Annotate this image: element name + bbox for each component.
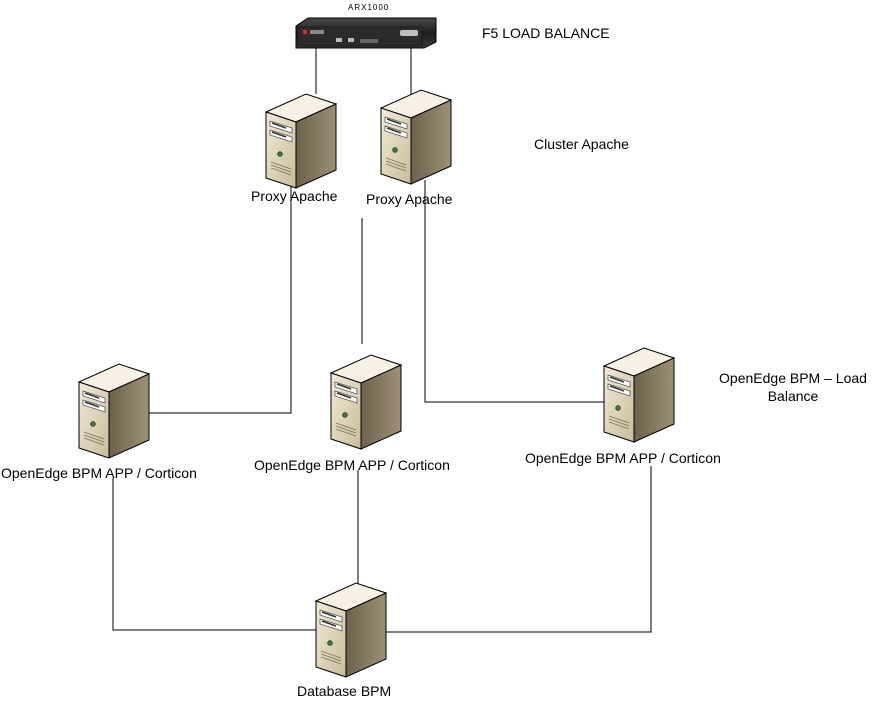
load-balance-title: F5 LOAD BALANCE bbox=[482, 25, 610, 41]
link-proxy2-app3 bbox=[424, 180, 606, 403]
app-server-icon-3 bbox=[603, 347, 675, 443]
device-model-label: ARX1000 bbox=[348, 3, 390, 12]
link-proxy1-app1 bbox=[147, 182, 292, 414]
openedge-load-balance-line2: Balance bbox=[767, 388, 819, 404]
app-server-label-2: OpenEdge BPM APP / Corticon bbox=[254, 457, 450, 473]
app-server-icon-2 bbox=[330, 354, 402, 450]
link-app3-db bbox=[385, 466, 652, 633]
connections bbox=[112, 48, 652, 633]
app-server-icon-1 bbox=[78, 363, 150, 459]
proxy-apache-server-icon-1 bbox=[265, 93, 337, 189]
link-app1-db bbox=[112, 478, 317, 631]
database-server-icon bbox=[315, 582, 387, 678]
proxy-apache-label-2: Proxy Apache bbox=[366, 191, 453, 207]
cluster-apache-label: Cluster Apache bbox=[534, 136, 629, 152]
f5-load-balancer-device bbox=[295, 17, 437, 49]
app-server-label-1: OpenEdge BPM APP / Corticon bbox=[1, 465, 197, 481]
openedge-load-balance-label: OpenEdge BPM – Load Balance bbox=[706, 369, 880, 405]
proxy-apache-label-1: Proxy Apache bbox=[251, 188, 338, 204]
openedge-load-balance-line1: OpenEdge BPM – Load bbox=[719, 370, 867, 386]
app-server-label-3: OpenEdge BPM APP / Corticon bbox=[525, 450, 721, 466]
database-label: Database BPM bbox=[297, 683, 392, 699]
proxy-apache-server-icon-2 bbox=[380, 89, 452, 185]
